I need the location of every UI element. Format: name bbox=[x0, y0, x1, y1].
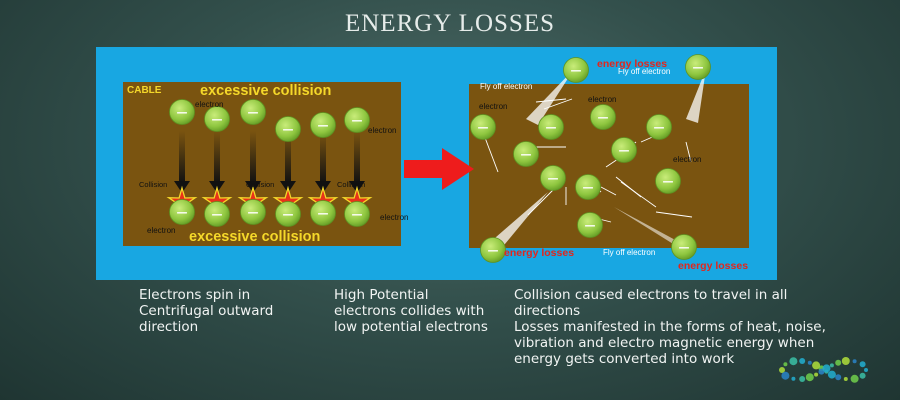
electron-sign: — bbox=[177, 106, 188, 119]
electron: — bbox=[344, 107, 370, 133]
electron: — bbox=[538, 114, 564, 140]
electron-sign: — bbox=[248, 106, 259, 119]
electron: — bbox=[240, 99, 266, 125]
electron-sign: — bbox=[212, 208, 223, 221]
electron-label: electron bbox=[380, 213, 408, 222]
excessive-collision-top: excessive collision bbox=[200, 83, 331, 99]
electron-sign: — bbox=[177, 206, 188, 219]
electron-label: electron bbox=[588, 95, 616, 104]
electron: — bbox=[204, 201, 230, 227]
electron-sign: — bbox=[248, 206, 259, 219]
electron-sign: — bbox=[283, 123, 294, 136]
energy-beams bbox=[488, 69, 706, 252]
electron: — bbox=[240, 199, 266, 225]
electron-sign: — bbox=[548, 172, 559, 185]
electron-sign: — bbox=[679, 241, 690, 254]
electron-label: electron bbox=[195, 100, 223, 109]
electron: — bbox=[310, 200, 336, 226]
collision-arrows bbox=[174, 131, 365, 193]
electron-sign: — bbox=[283, 208, 294, 221]
electron: — bbox=[480, 237, 506, 263]
electron-sign: — bbox=[693, 61, 704, 74]
energy-losses-label: energy losses bbox=[678, 260, 748, 272]
electron: — bbox=[169, 199, 195, 225]
electron-sign: — bbox=[212, 113, 223, 126]
electron: — bbox=[577, 212, 603, 238]
electron-sign: — bbox=[585, 219, 596, 232]
caption-losses-line2: Losses manifested in the forms of heat, … bbox=[514, 319, 826, 367]
electron-sign: — bbox=[583, 181, 594, 194]
electron-sign: — bbox=[521, 148, 532, 161]
caption-losses-line1: Collision caused electrons to travel in … bbox=[514, 287, 788, 319]
energy-losses-label: energy losses bbox=[504, 247, 574, 259]
electron-sign: — bbox=[318, 207, 329, 220]
electron-sign: — bbox=[663, 175, 674, 188]
electron-label: electron bbox=[479, 102, 507, 111]
electron: — bbox=[540, 165, 566, 191]
electron: — bbox=[685, 54, 711, 80]
electron: — bbox=[310, 112, 336, 138]
electron-label: electron bbox=[673, 155, 701, 164]
collision-label: Collision bbox=[246, 180, 274, 189]
electron: — bbox=[275, 116, 301, 142]
electron: — bbox=[344, 201, 370, 227]
electron-sign: — bbox=[352, 208, 363, 221]
excessive-collision-bottom: excessive collision bbox=[189, 229, 320, 245]
collision-label: Collision bbox=[139, 180, 167, 189]
electron-sign: — bbox=[546, 121, 557, 134]
transition-arrow bbox=[404, 148, 474, 190]
electron-sign: — bbox=[619, 144, 630, 157]
energy-losses-label: energy losses bbox=[597, 58, 667, 70]
electron: — bbox=[671, 234, 697, 260]
electron: — bbox=[204, 106, 230, 132]
caption-potential: High Potential electrons collides with l… bbox=[334, 287, 488, 335]
electron-label: electron bbox=[147, 226, 175, 235]
caption-spin: Electrons spin in Centrifugal outward di… bbox=[139, 287, 274, 335]
fly-off-label: Fly off electron bbox=[480, 82, 532, 91]
cable-label: CABLE bbox=[127, 85, 162, 96]
energy-loss-diagram: — — — — — — — — — — — — — — — — — — — — — — — — — — CABLE excessi… bbox=[123, 54, 749, 272]
electron: — bbox=[275, 201, 301, 227]
fly-off-label: Fly off electron bbox=[618, 67, 670, 76]
electron: — bbox=[611, 137, 637, 163]
electron-sign: — bbox=[571, 64, 582, 77]
electron-sign: — bbox=[318, 119, 329, 132]
electron: — bbox=[563, 57, 589, 83]
diagram-panel: — — — — — — — — — — — — — — — — — — — — — — — — — — CABLE excessi… bbox=[96, 47, 777, 280]
electron: — bbox=[590, 104, 616, 130]
electron-sign: — bbox=[598, 111, 609, 124]
electron: — bbox=[646, 114, 672, 140]
electron-sign: — bbox=[488, 244, 499, 257]
electron: — bbox=[513, 141, 539, 167]
electron: — bbox=[169, 99, 195, 125]
electron-sign: — bbox=[478, 121, 489, 134]
infinity-logo bbox=[779, 357, 868, 383]
electron: — bbox=[655, 168, 681, 194]
collision-label: Collision bbox=[337, 180, 365, 189]
electrons: — — — — — — — — — — — — — — — — — — — — — — — — — — bbox=[169, 54, 711, 263]
electron-sign: — bbox=[352, 114, 363, 127]
electron-sign: — bbox=[654, 121, 665, 134]
electron: — bbox=[470, 114, 496, 140]
fly-off-label: Fly off electron bbox=[603, 248, 655, 257]
caption-losses: Collision caused electrons to travel in … bbox=[514, 287, 839, 367]
electron: — bbox=[575, 174, 601, 200]
page-title: ENERGY LOSSES bbox=[344, 10, 555, 37]
electron-label: electron bbox=[368, 126, 396, 135]
